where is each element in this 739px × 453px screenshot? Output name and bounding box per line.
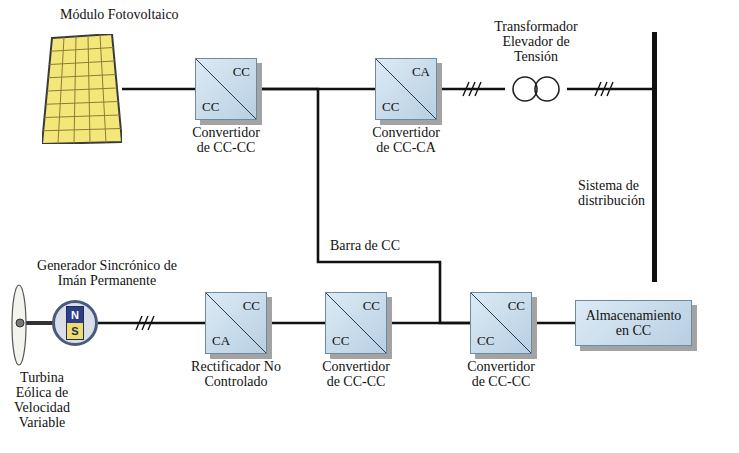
module-label: Módulo Fotovoltaico bbox=[60, 7, 179, 22]
converter-caption: Convertidor de CC-CC bbox=[459, 359, 543, 389]
transformer-coils bbox=[505, 76, 567, 102]
converter-port-label: CC bbox=[508, 298, 525, 313]
distribution-label: Sistema de distribución bbox=[578, 178, 644, 208]
converter-port-label: CA bbox=[212, 333, 230, 348]
bus-label: Barra de CC bbox=[330, 238, 420, 253]
turbine-shaft bbox=[22, 321, 54, 325]
power-line bbox=[532, 322, 575, 325]
converter-box: CACCConvertidor de CC-CA bbox=[375, 58, 437, 120]
converter-port-label: CC bbox=[382, 99, 399, 114]
magnet: NS bbox=[66, 306, 84, 340]
converter-box: CCCARectificador No Controlado bbox=[205, 292, 267, 354]
converter-port-label: CC bbox=[332, 333, 349, 348]
converter-port-label: CC bbox=[243, 298, 260, 313]
power-line bbox=[122, 88, 195, 91]
converter-port-label: CC bbox=[363, 298, 380, 313]
transformer-label: Transformador Elevador de Tensión bbox=[486, 19, 586, 64]
converter-box: CCCCConvertidor de CC-CC bbox=[470, 292, 532, 354]
converter-port-label: CC bbox=[477, 333, 494, 348]
magnet-pole: S bbox=[67, 323, 83, 339]
power-line bbox=[98, 322, 205, 325]
distribution-bus: Sistema de distribución bbox=[652, 32, 657, 282]
turbine-label: Turbina Eólica de Velocidad Variable bbox=[6, 370, 78, 430]
converter-caption: Convertidor de CC-CC bbox=[314, 359, 398, 389]
power-line bbox=[267, 322, 325, 325]
generator-symbol: NSGenerador Sincrónico de Imán Permanent… bbox=[52, 300, 98, 346]
storage-box: Almacenamiento en CC bbox=[575, 300, 692, 346]
power-line bbox=[567, 88, 652, 91]
turbine-hub bbox=[16, 319, 24, 327]
converter-port-label: CC bbox=[233, 64, 250, 79]
transformer-symbol: Transformador Elevador de Tensión bbox=[505, 76, 567, 102]
magnet-pole: N bbox=[67, 307, 83, 323]
power-line bbox=[257, 89, 470, 323]
generator-label: Generador Sincrónico de Imán Permanente bbox=[32, 258, 182, 288]
power-line bbox=[437, 88, 505, 91]
converter-caption: Convertidor de CC-CA bbox=[364, 125, 448, 155]
storage-label: Almacenamiento en CC bbox=[583, 308, 684, 338]
converter-box: CCCCConvertidor de CC-CC bbox=[325, 292, 387, 354]
pv-panel-drawing bbox=[42, 34, 122, 144]
converter-port-label: CC bbox=[202, 99, 219, 114]
turbine-blade bbox=[12, 285, 26, 365]
converter-box: CCCCConvertidor de CC-CC bbox=[195, 58, 257, 120]
converter-caption: Convertidor de CC-CC bbox=[184, 125, 268, 155]
converter-caption: Rectificador No Controlado bbox=[182, 359, 290, 389]
pv-module: Módulo Fotovoltaico bbox=[42, 34, 122, 144]
converter-port-label: CA bbox=[412, 64, 430, 79]
